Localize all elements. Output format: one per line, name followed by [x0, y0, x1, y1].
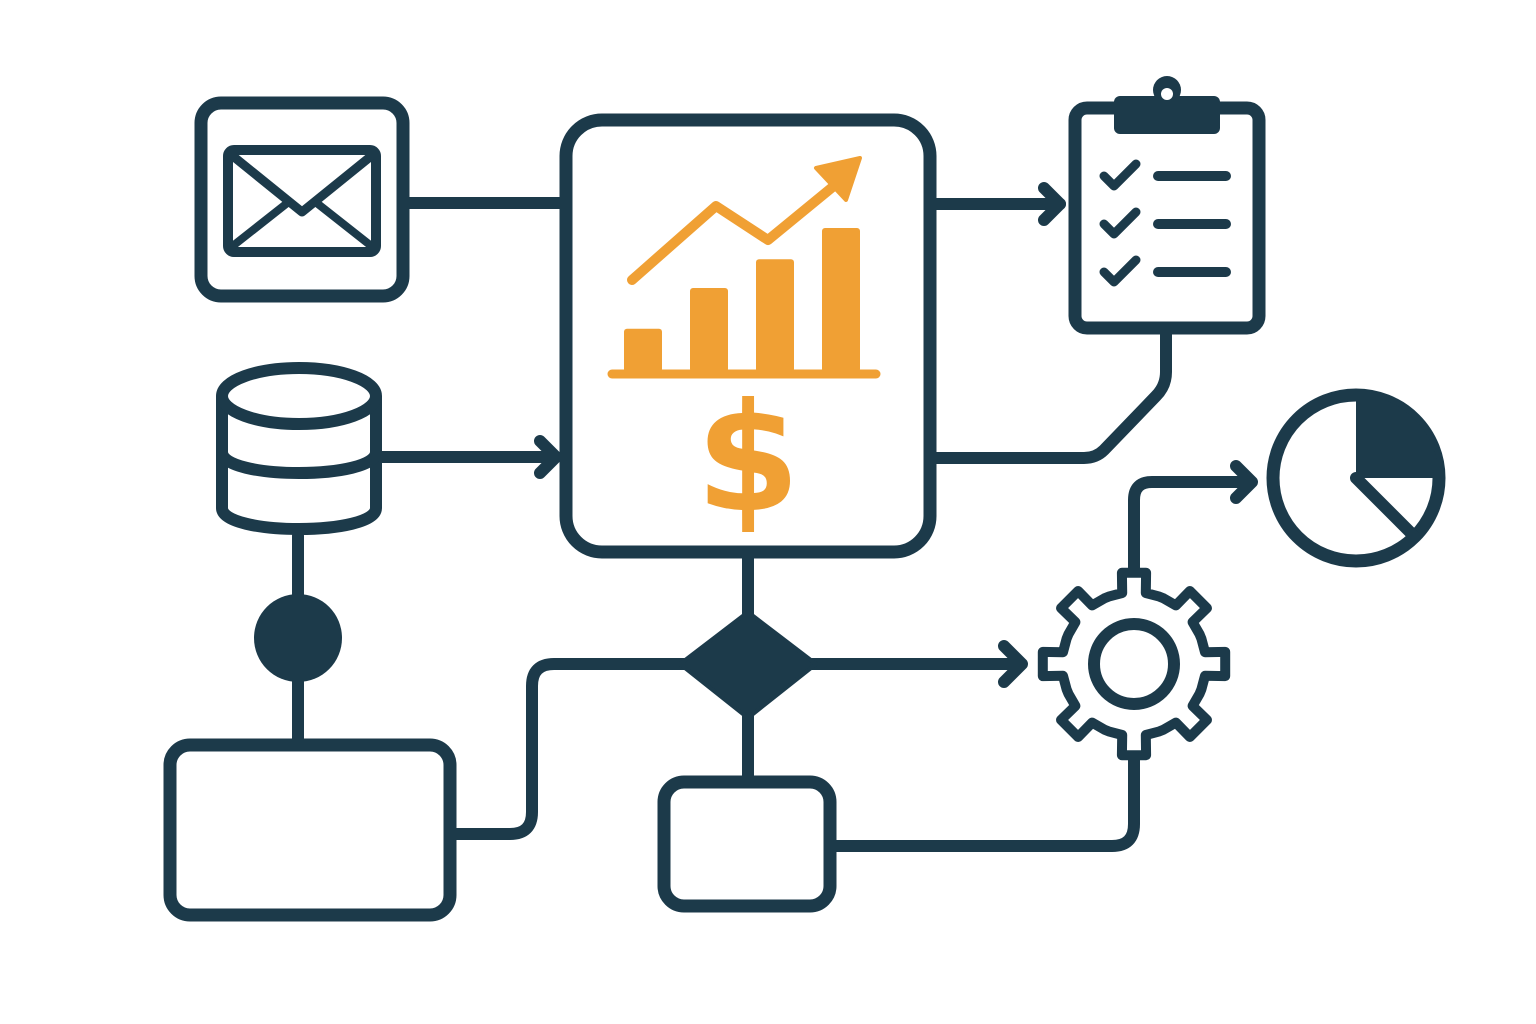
chart-trend-line [627, 171, 851, 285]
decision-diamond-icon[interactable] [678, 610, 818, 720]
chart-bar-4 [822, 228, 860, 372]
settings-node[interactable] [1037, 567, 1231, 761]
chart-bar-2 [690, 288, 728, 372]
chart-bar-3 [756, 259, 794, 372]
connector-process-decision [444, 658, 690, 840]
junction-node[interactable] [254, 594, 342, 682]
process-left-node[interactable] [163, 738, 457, 922]
connectors [292, 182, 1258, 852]
connector-settings-report [1128, 476, 1256, 576]
arrowhead-settings-report [1230, 460, 1258, 504]
checkmark-icon [1099, 159, 1141, 191]
email-node[interactable] [194, 96, 410, 303]
rising-chart-icon [607, 156, 881, 379]
pie-highlight-slice [1356, 395, 1439, 478]
pie-divider-line [1350, 472, 1421, 543]
database-node[interactable] [216, 362, 382, 535]
checklist-node[interactable] [1068, 76, 1266, 335]
arrowhead-central-checklist [1038, 182, 1066, 226]
checklist-items [1099, 159, 1231, 287]
dollar-symbol: $ [696, 372, 800, 546]
database-icon [216, 362, 382, 535]
checkmark-icon [1099, 207, 1141, 239]
chart-trend-arrowhead [814, 156, 862, 202]
arrowhead-database-central [534, 435, 562, 479]
report-node[interactable] [1266, 388, 1446, 568]
checkmark-icon [1099, 255, 1141, 287]
process-bottom-node[interactable] [657, 775, 837, 913]
central-node[interactable]: $ [559, 113, 937, 559]
arrowhead-decision-settings [998, 640, 1028, 688]
connector-checklist-central [926, 324, 1172, 464]
envelope-icon [223, 145, 381, 257]
chart-bar-1 [624, 328, 662, 372]
connector-process-settings [824, 754, 1140, 852]
gear-hub [1088, 618, 1180, 710]
clipboard-clip [1114, 76, 1220, 134]
